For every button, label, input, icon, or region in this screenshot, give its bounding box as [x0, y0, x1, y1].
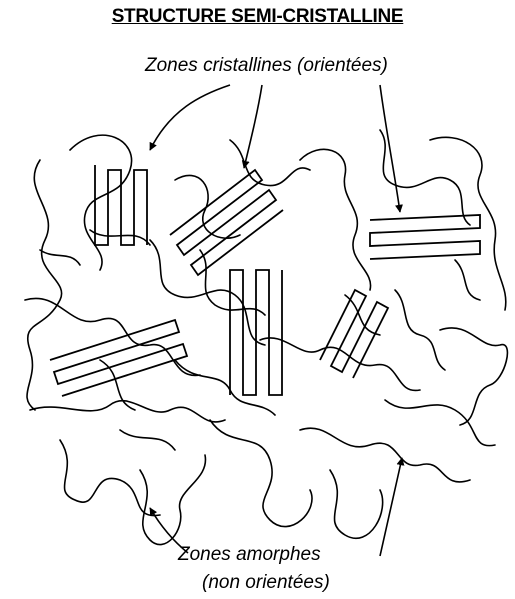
- arrow-amorphous-right: [380, 458, 402, 556]
- arrow-crystalline-mid: [244, 85, 262, 168]
- arrow-crystalline-left: [150, 85, 230, 150]
- crystalline-lamella-1: [95, 165, 147, 245]
- crystalline-lamella-3: [230, 270, 282, 395]
- arrow-crystalline-right: [380, 85, 400, 212]
- crystalline-lamella-4: [370, 215, 480, 259]
- arrows: [150, 85, 402, 556]
- crystalline-lamella-6: [50, 320, 187, 396]
